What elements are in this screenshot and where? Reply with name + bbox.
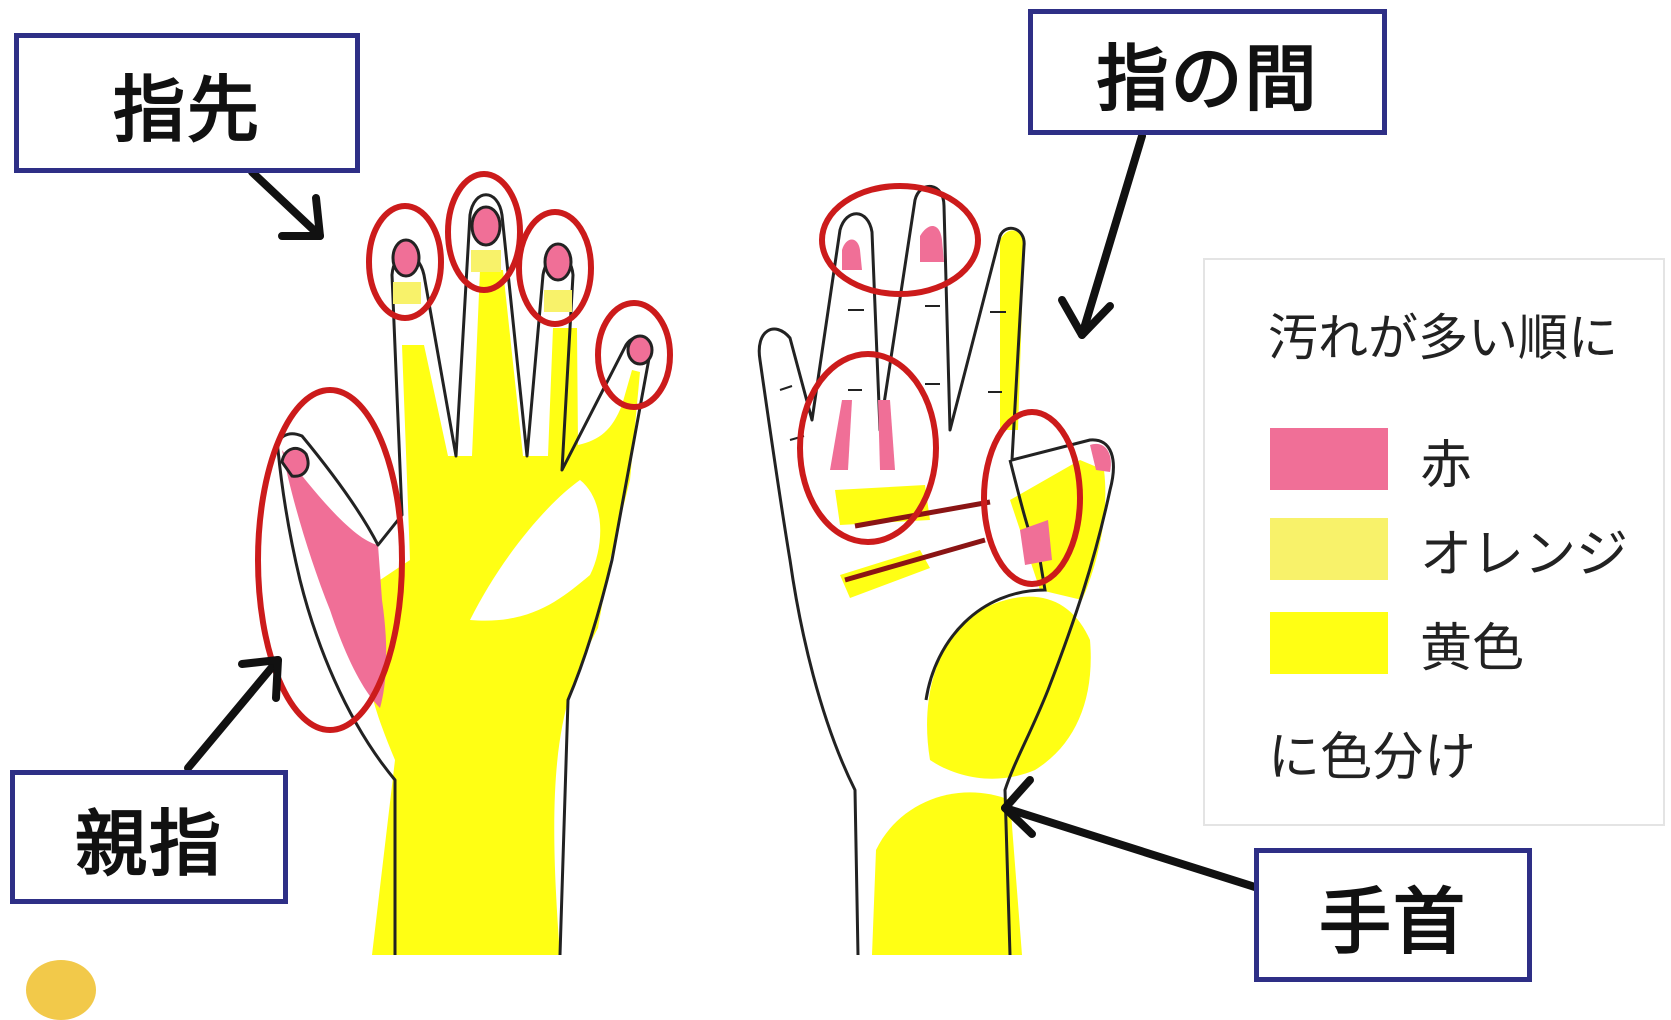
legend-label-red: 赤	[1420, 436, 1473, 496]
left-hand-clean-zone	[470, 480, 601, 621]
label-thumb-text: 親指	[74, 801, 223, 886]
highlight-circles	[255, 171, 1083, 733]
arrows	[184, 132, 1262, 892]
hand-diagram	[184, 132, 1262, 956]
circle-left-thumb	[255, 387, 405, 733]
arrow-thumb	[184, 656, 282, 772]
arrow-between-fingers	[1058, 132, 1146, 339]
left-hand	[276, 193, 654, 956]
left-fingertips	[391, 205, 654, 366]
circle-left-index-tip	[366, 203, 444, 321]
left-thumb-nail	[280, 446, 310, 478]
legend-swatch-red	[1270, 428, 1388, 490]
circle-left-pinky-tip	[595, 300, 673, 410]
right-hand-wrist-yellow-zone	[872, 792, 1022, 955]
label-between-fingers: 指の間	[1028, 9, 1387, 135]
label-wrist-text: 手首	[1318, 879, 1467, 964]
legend-swatch-yellow	[1270, 612, 1388, 674]
legend-footer: に色分け	[1268, 728, 1477, 788]
circle-left-ring-tip	[516, 209, 594, 327]
legend-swatch-orange	[1270, 518, 1388, 580]
right-hand-crease-2	[844, 537, 986, 583]
legend-heading: 汚れが多い順に	[1268, 309, 1618, 367]
legend-label-yellow: 黄色	[1420, 619, 1525, 679]
color-legend: 汚れが多い順に 赤 オレンジ 黄色 に色分け	[1203, 258, 1665, 826]
label-thumb: 親指	[10, 770, 288, 904]
right-hand-joint-marks	[779, 305, 1006, 441]
right-hand-palm-yellow-zone	[927, 596, 1091, 779]
label-fingertips: 指先	[14, 33, 360, 173]
label-wrist: 手首	[1254, 848, 1532, 982]
decorative-coin	[26, 960, 96, 1020]
right-hand-red-zones	[830, 225, 1111, 565]
label-fingertips-text: 指先	[112, 67, 261, 152]
label-between-fingers-text: 指の間	[1096, 36, 1319, 121]
circle-right-between-fingers	[797, 351, 939, 545]
circle-right-fingertips	[819, 183, 981, 297]
right-hand-thumb-line	[924, 459, 1047, 701]
right-hand-pinky-yellow-zone	[1000, 230, 1024, 430]
arrow-fingertips	[248, 168, 324, 240]
arrow-wrist	[1001, 776, 1262, 892]
circle-right-thumb-web	[981, 409, 1083, 587]
right-hand-outline	[757, 184, 1115, 956]
circle-left-middle-tip	[445, 171, 523, 293]
legend-label-orange: オレンジ	[1420, 525, 1629, 585]
right-hand-crease-1	[854, 499, 991, 529]
left-hand-thumb-red-zone	[282, 450, 387, 708]
